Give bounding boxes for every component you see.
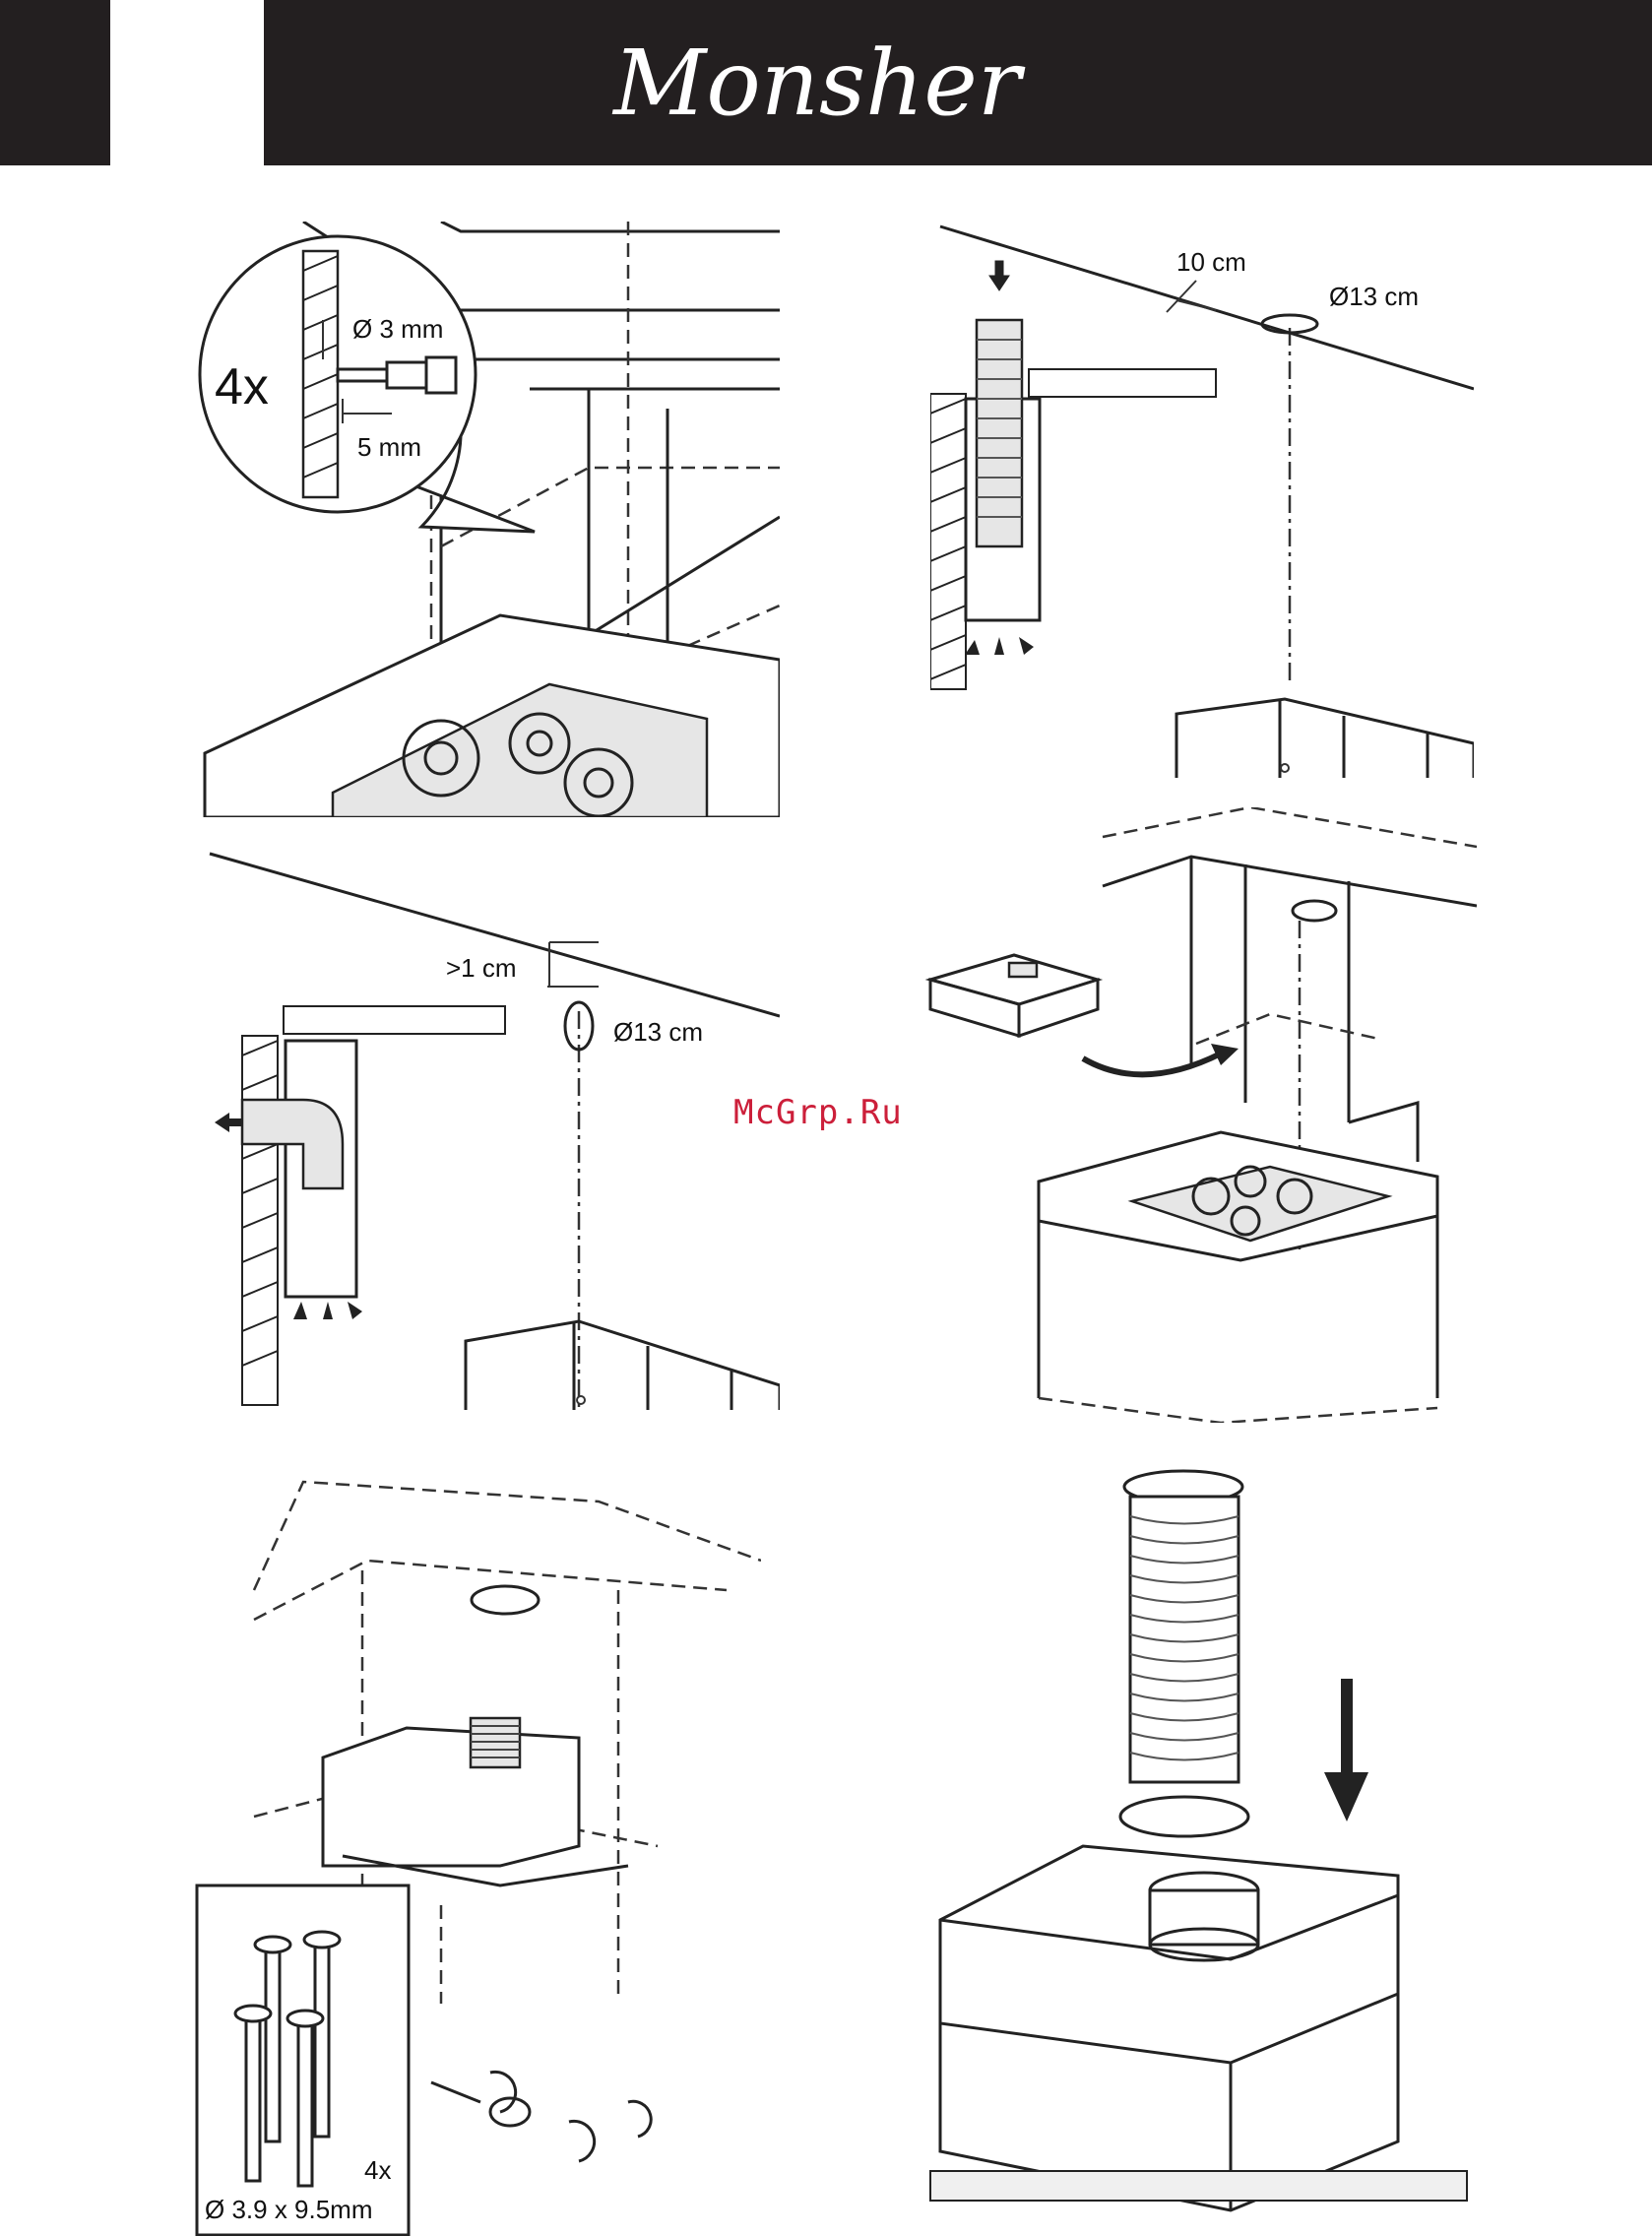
watermark: McGrp.Ru <box>733 1093 903 1132</box>
drill-count: 4x <box>215 358 269 415</box>
panel-duct <box>925 1462 1477 2236</box>
drill-diameter: Ø 3 mm <box>352 314 443 344</box>
panel-screws: 4x Ø 3.9 x 9.5mm <box>195 1442 761 2236</box>
wall-gap: >1 cm <box>446 953 517 983</box>
panel-wall-exhaust: >1 cm Ø13 cm <box>195 849 780 1410</box>
drill-depth: 5 mm <box>357 432 421 462</box>
screws-size: Ø 3.9 x 9.5mm <box>205 2195 373 2224</box>
wall-diameter: Ø13 cm <box>613 1017 703 1047</box>
panel-ceiling: 10 cm Ø13 cm <box>930 222 1474 778</box>
header-block-left <box>0 0 110 165</box>
ceiling-diameter: Ø13 cm <box>1329 282 1419 311</box>
brand-logo: Monsher <box>591 20 1044 148</box>
panel-insert <box>925 807 1477 1423</box>
ceiling-offset: 10 cm <box>1176 247 1246 277</box>
screws-count: 4x <box>364 2155 391 2185</box>
panel-drill: 4x Ø 3 mm 5 mm <box>195 222 780 817</box>
